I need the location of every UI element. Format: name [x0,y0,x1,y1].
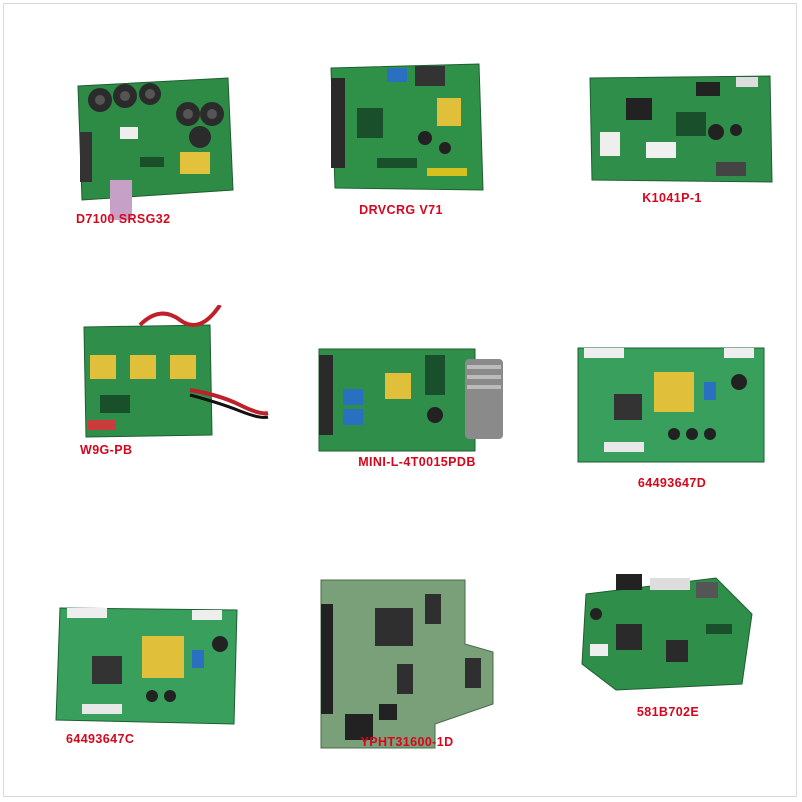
product-label: W9G-PB [80,443,133,457]
product-label: YPHT31600-1D [360,735,454,749]
pcb-board-image [581,574,753,691]
product-cell-64493647c: 64493647C [0,534,267,802]
pcb-board-image [320,579,494,749]
pcb-board-image [83,305,269,438]
pcb-board-image [589,75,773,183]
product-cell-mini-l: MINI-L-4T0015PDB [267,267,534,534]
image-frame [3,3,797,797]
product-cell-d7100: D7100 SRSG32 [0,0,267,267]
product-label: K1041P-1 [642,191,702,205]
pcb-board-image [577,347,765,463]
product-cell-w9g: W9G-PB [0,267,269,534]
pcb-board-image [330,63,484,191]
product-label: DRVCRG V71 [359,203,443,217]
product-label: 64493647C [66,732,135,746]
product-label: 64493647D [637,476,707,490]
pcb-board-image [318,348,503,452]
product-label: MINI-L-4T0015PDB [358,455,476,469]
pcb-board-image [77,77,234,220]
product-cell-k1041p: K1041P-1 [534,0,802,267]
pcb-board-image [55,607,238,725]
product-cell-drvcrg: DRVCRG V71 [267,0,534,267]
product-cell-ypht: YPHT31600-1D [267,534,534,802]
product-cell-581b702e: 581B702E [534,534,802,802]
product-cell-64493647d: 64493647D [534,267,802,534]
product-label: 581B702E [636,705,700,719]
product-label: D7100 SRSG32 [76,212,171,226]
